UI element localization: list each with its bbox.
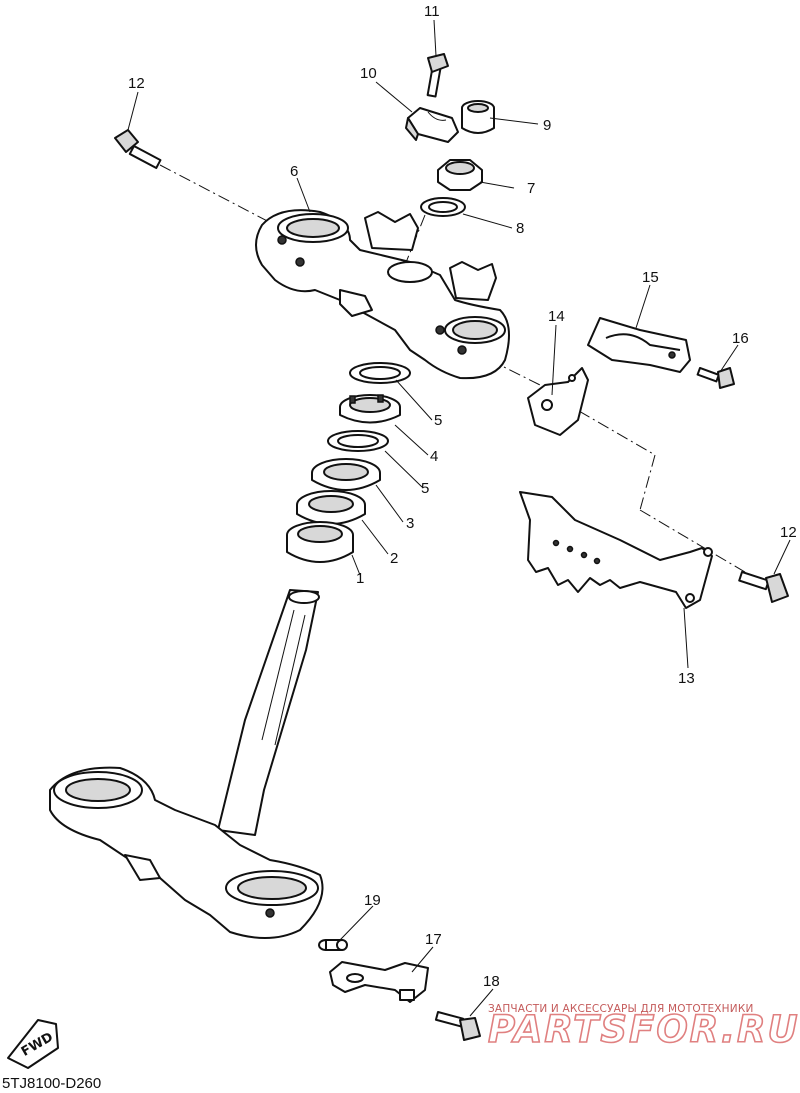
part-5-washer-lower (327, 430, 389, 452)
callout-13: 13 (678, 670, 695, 687)
callout-8: 8 (516, 220, 524, 237)
callout-1: 1 (356, 570, 364, 587)
callout-9: 9 (543, 117, 551, 134)
fwd-arrow: FWD (7, 1019, 59, 1069)
part-3-cover (311, 458, 381, 491)
callout-17: 17 (425, 931, 442, 948)
callout-16: 16 (732, 330, 749, 347)
callout-10: 10 (360, 65, 377, 82)
part-15-clamp (587, 317, 691, 373)
part-18-bolt (434, 1010, 481, 1041)
part-7-nut (437, 159, 483, 191)
part-13-bracket (519, 491, 713, 609)
part-14-plate (527, 367, 589, 436)
part-4-ring-nut (339, 394, 401, 424)
part-5-washer-upper (349, 362, 411, 384)
callout-4: 4 (430, 448, 438, 465)
part-12-bolt-right (738, 571, 789, 603)
part-2-bearing (296, 490, 366, 525)
callout-11: 11 (424, 3, 440, 20)
part-16-bolt (696, 367, 735, 389)
part-1-bearing (286, 521, 354, 563)
callout-labels: 1 2 3 4 5 5 6 7 8 9 10 11 12 12 13 14 15… (128, 3, 797, 990)
callout-15: 15 (642, 269, 659, 286)
callout-12-right: 12 (780, 524, 797, 541)
callout-19: 19 (364, 892, 381, 909)
part-12-bolt-upper (114, 129, 162, 170)
callout-14: 14 (548, 308, 565, 325)
under-bracket-stem (49, 589, 324, 940)
callout-12-upper: 12 (128, 75, 145, 92)
part-19-collar (318, 939, 348, 951)
part-8-washer (420, 197, 466, 217)
callout-6: 6 (290, 163, 298, 180)
part-10-holder (405, 107, 459, 143)
part-9-cap (461, 100, 495, 134)
callout-7: 7 (527, 180, 535, 197)
figure-code: 5TJ8100-D260 (2, 1075, 101, 1092)
callout-5-upper: 5 (434, 412, 442, 429)
watermark-tagline: ЗАПЧАСТИ И АКСЕССУАРЫ ДЛЯ МОТОТЕХНИКИ (488, 1003, 754, 1015)
callout-3: 3 (406, 515, 414, 532)
part-6-upper-bracket (255, 209, 510, 380)
callout-5-lower: 5 (421, 480, 429, 497)
watermark: ЗАПЧАСТИ И АКСЕССУАРЫ ДЛЯ МОТОТЕХНИКИ PA… (487, 1003, 800, 1052)
callout-18: 18 (483, 973, 500, 990)
callout-2: 2 (390, 550, 398, 567)
leader-lines (127, 19, 791, 1017)
watermark-brand: PARTSFOR.RU (488, 1008, 800, 1051)
part-17-guide (329, 961, 429, 1003)
part-11-bolt (426, 53, 449, 98)
